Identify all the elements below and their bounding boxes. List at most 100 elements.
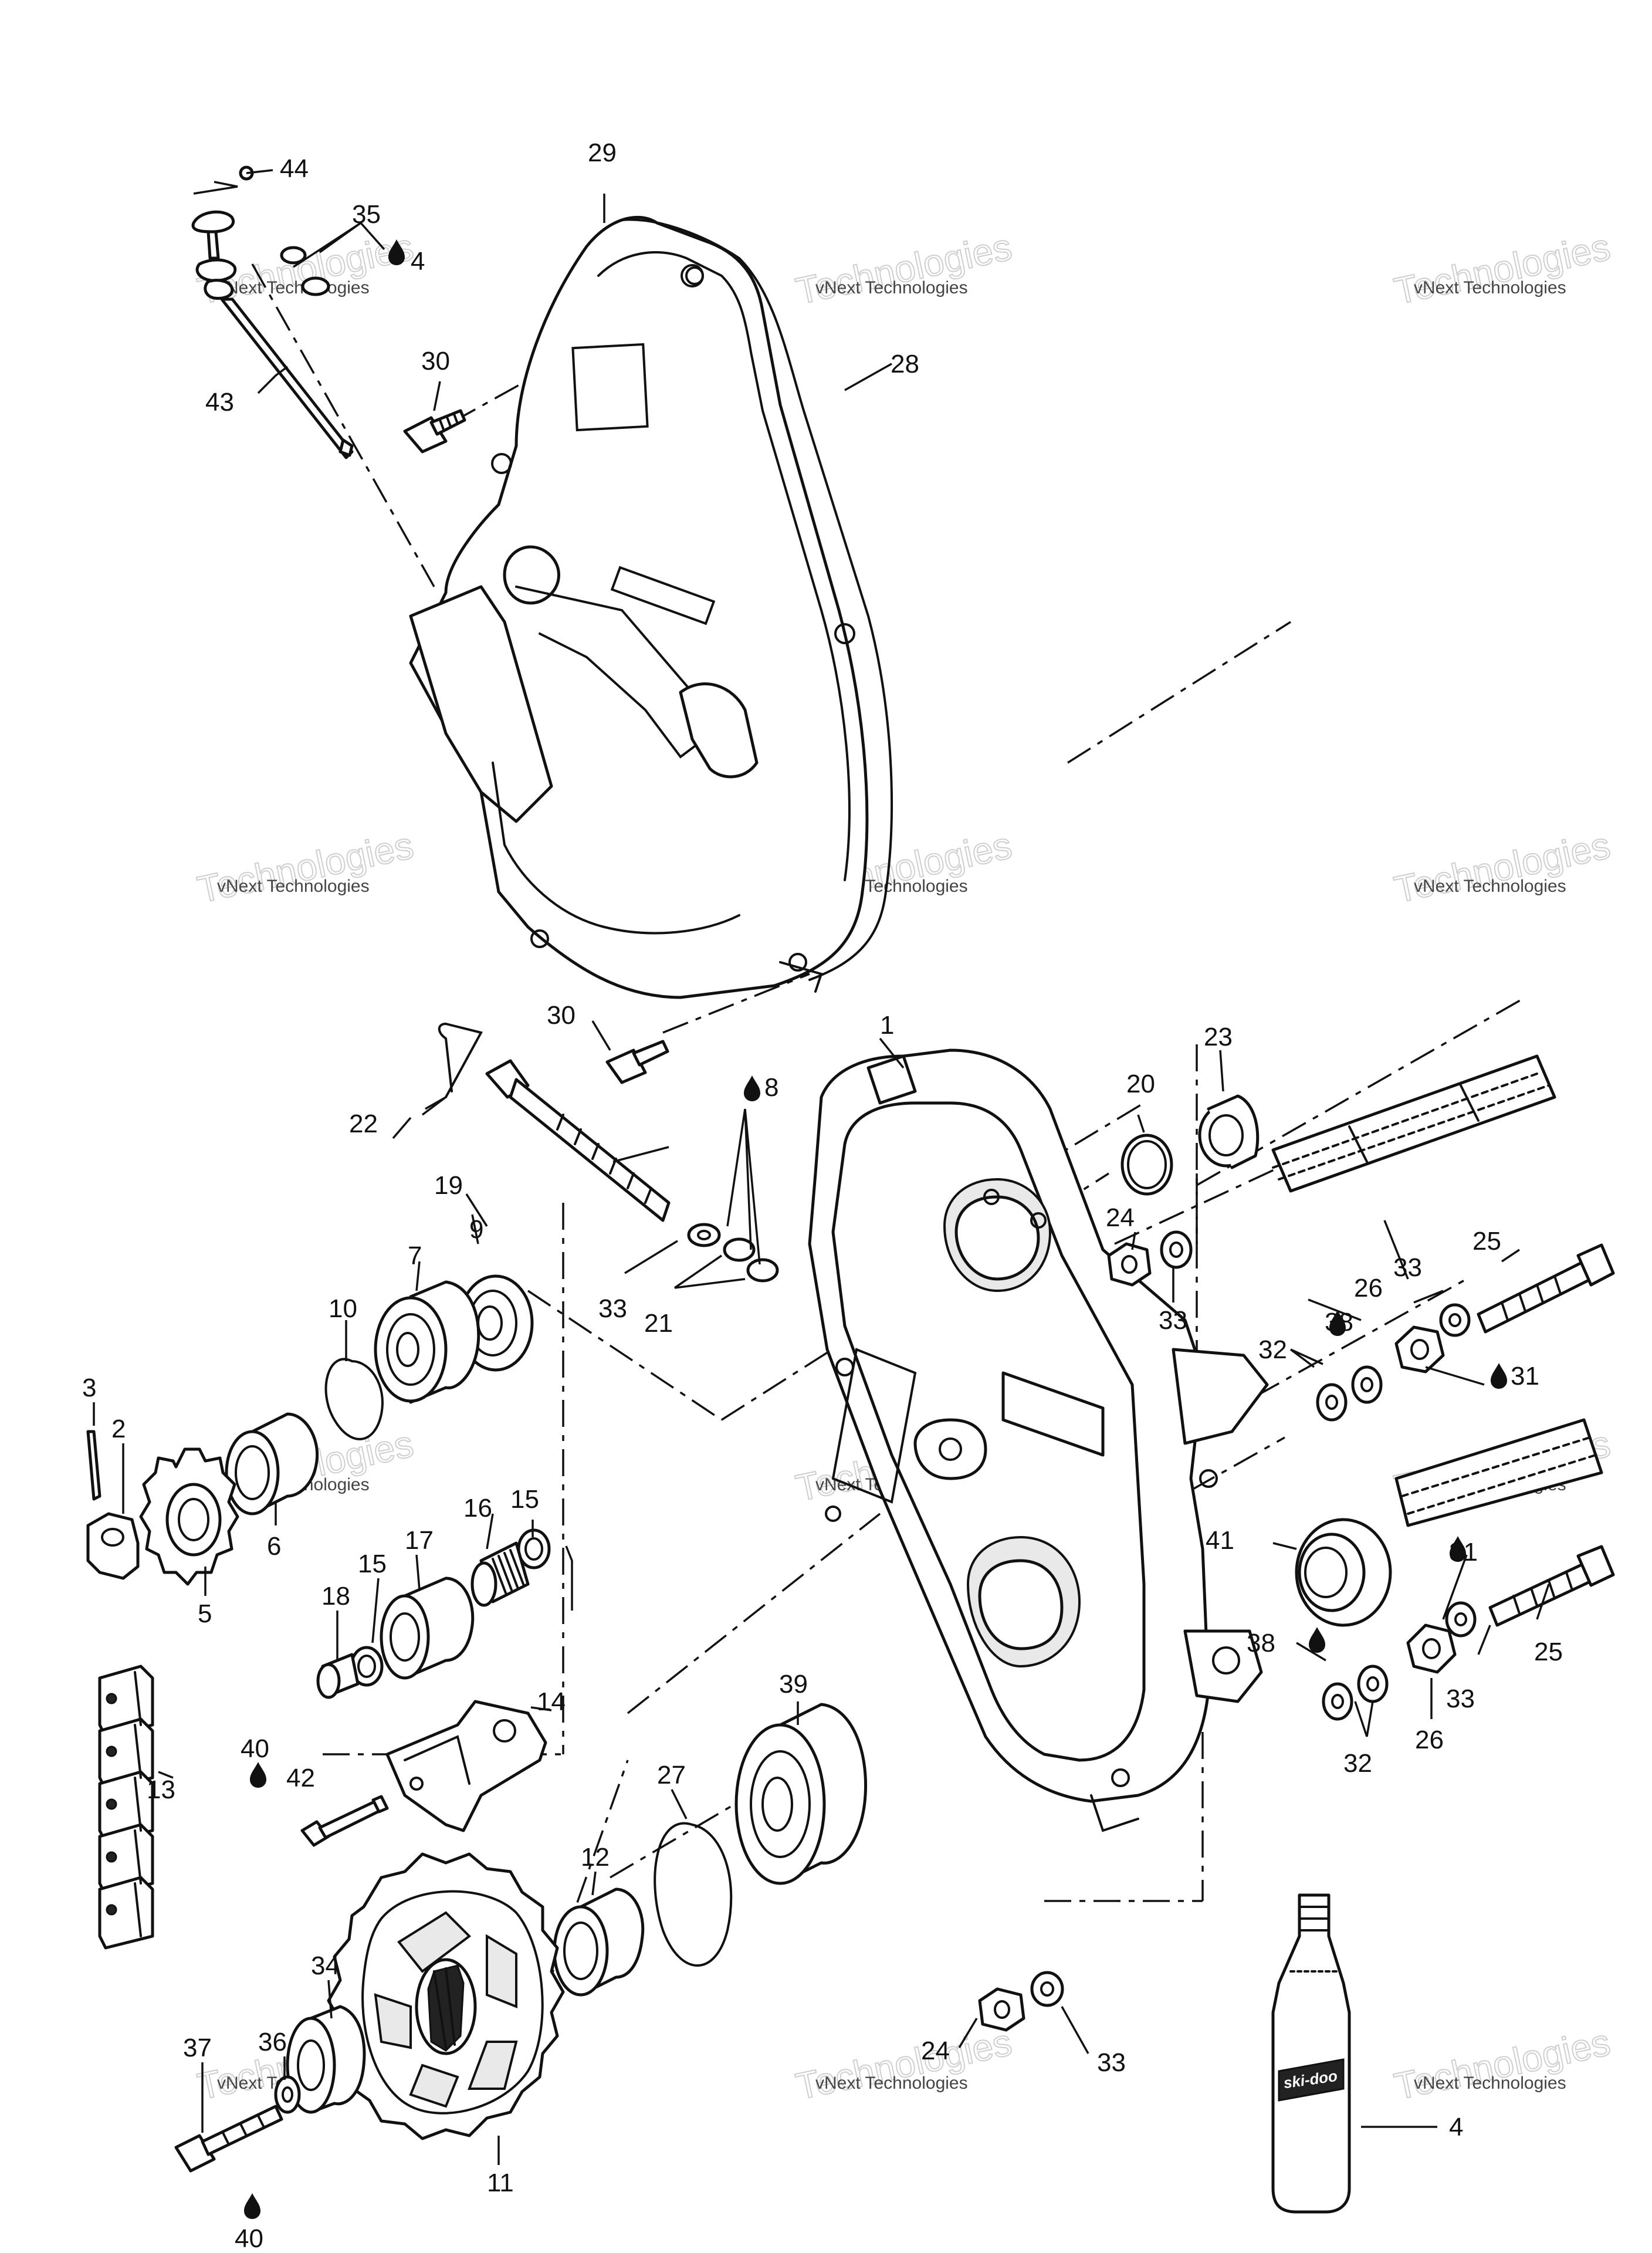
upper-circlip: [324, 1358, 384, 1440]
watermark-text: vNext Technologies: [815, 278, 968, 297]
callout-31: 31: [1449, 1538, 1478, 1567]
watermark-technologies-text: Technologies: [792, 225, 1015, 312]
oil-drop-icon: [1491, 1363, 1507, 1389]
callout-13: 13: [147, 1775, 175, 1804]
callout-1: 1: [880, 1011, 894, 1040]
small-bushing: [316, 1653, 360, 1699]
callout-43: 43: [205, 388, 234, 417]
tensioner-bracket: [385, 1700, 547, 1832]
callout-19: 19: [434, 1171, 463, 1200]
callout-32: 32: [1343, 1749, 1372, 1778]
watermark-text: vNext Technologies: [1414, 278, 1566, 297]
watermark: Technologies vNext Technologies: [791, 225, 1015, 313]
needle-bearing: [470, 1541, 530, 1607]
callout-38: 38: [1247, 1629, 1275, 1657]
castle-nut: [86, 1512, 140, 1580]
nut-lower: [978, 1987, 1025, 2032]
callout-9: 9: [469, 1215, 483, 1244]
callout-6: 6: [267, 1532, 281, 1561]
callout-35: 35: [352, 200, 381, 229]
callout-20: 20: [1126, 1070, 1155, 1098]
callout-25: 25: [1472, 1227, 1501, 1256]
drive-chain: [98, 1665, 154, 1950]
hairpin-cotter: [438, 1022, 483, 1098]
watermark-text: vNext Technologies: [1414, 2073, 1566, 2093]
callout-34: 34: [311, 1951, 340, 1980]
washer-right-lower: [1445, 1601, 1477, 1638]
watermark: Technologies vNext Technologies: [791, 2020, 1015, 2108]
driven-sprocket-large: [327, 1852, 565, 2140]
callout-33: 33: [1097, 2048, 1126, 2077]
callout-40: 40: [235, 2224, 263, 2253]
callout-31: 31: [1511, 1362, 1539, 1391]
callout-4: 4: [411, 247, 425, 276]
callout-22: 22: [349, 1109, 378, 1138]
lower-circlip: [654, 1822, 733, 1967]
watermark-technologies-text: Technologies: [1390, 225, 1613, 312]
tensioner-washer: [687, 1223, 721, 1247]
nut-upper: [1107, 1242, 1152, 1287]
jam-nut-upper: [1394, 1325, 1445, 1374]
washer-lower: [1030, 1971, 1064, 2007]
oil-drop-icon: [744, 1075, 760, 1101]
watermark: Technologies vNext Technologies: [193, 823, 417, 911]
watermark: Technologies vNext Technologies: [1390, 2020, 1614, 2108]
callout-30: 30: [421, 347, 450, 376]
lower-shaft-seal: [1295, 1518, 1392, 1627]
dipstick-assembly: [191, 165, 354, 459]
callout-labels: 44 35 4 43 29 28 30 30 1 23 20 8 22 19 9…: [82, 138, 1563, 2253]
oil-drop-icon: [244, 2193, 260, 2219]
callout-28: 28: [891, 350, 919, 378]
callout-30: 30: [547, 1001, 576, 1030]
lower-drive-shaft: [1394, 1418, 1603, 1527]
callout-8: 8: [764, 1073, 778, 1102]
small-washer: [274, 2075, 301, 2114]
washer-pair-upper: [1316, 1365, 1383, 1422]
chaincase-cover: [409, 215, 893, 999]
shaft-seal: [1198, 1094, 1260, 1169]
callout-27: 27: [657, 1761, 686, 1789]
tensioner-ring: [723, 1237, 756, 1262]
callout-36: 36: [258, 2028, 287, 2056]
watermark-technologies-text: Technologies: [194, 824, 417, 911]
callout-11: 11: [487, 2169, 514, 2197]
watermark: Technologies vNext Technologies: [1390, 823, 1614, 911]
callout-4: 4: [1449, 2113, 1463, 2142]
jam-nut-lower: [1406, 1623, 1457, 1674]
chaincase-oil-bottle: ski-doo: [1271, 1893, 1351, 2214]
callout-2: 2: [111, 1415, 126, 1443]
callout-21: 21: [644, 1309, 673, 1338]
callout-42: 42: [286, 1764, 315, 1792]
callout-24: 24: [921, 2037, 950, 2065]
callout-33: 33: [598, 1294, 627, 1323]
callout-14: 14: [537, 1687, 566, 1716]
callout-18: 18: [321, 1582, 350, 1611]
washer-upper: [1160, 1230, 1193, 1269]
callout-10: 10: [329, 1294, 357, 1323]
callout-40: 40: [241, 1734, 269, 1763]
watermark: Technologies vNext Technologies: [1390, 225, 1614, 313]
callout-26: 26: [1354, 1274, 1383, 1303]
callout-23: 23: [1204, 1023, 1233, 1051]
watermark-text: vNext Technologies: [815, 2073, 968, 2093]
callout-17: 17: [405, 1526, 434, 1555]
watermark-technologies-text: Technologies: [792, 2021, 1015, 2107]
callout-5: 5: [198, 1599, 212, 1628]
callout-24: 24: [1106, 1203, 1135, 1232]
watermark-text: vNext Technologies: [1414, 877, 1566, 896]
callout-39: 39: [779, 1670, 808, 1699]
oil-drop-icon: [1309, 1627, 1325, 1653]
callout-25: 25: [1534, 1638, 1563, 1666]
watermark-text: vNext Technologies: [217, 278, 370, 297]
lower-spacer: [553, 1887, 645, 1997]
callout-15: 15: [510, 1485, 539, 1514]
watermark-technologies-text: Technologies: [1390, 2021, 1613, 2107]
callout-29: 29: [588, 138, 617, 167]
callout-3: 3: [82, 1374, 96, 1402]
callout-26: 26: [1415, 1726, 1444, 1754]
adjuster-bolt-lower: [1488, 1545, 1615, 1627]
upper-bearing: [374, 1280, 480, 1404]
upper-drive-shaft: [1271, 1054, 1556, 1193]
callout-32: 32: [1258, 1335, 1287, 1364]
